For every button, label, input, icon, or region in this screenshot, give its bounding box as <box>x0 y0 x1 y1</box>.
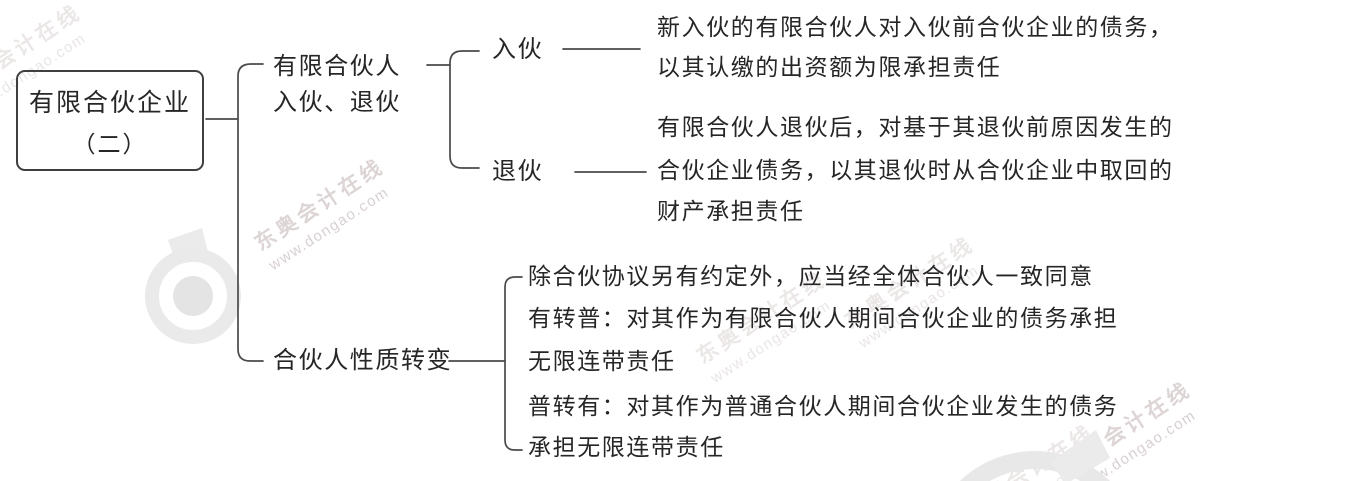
withdraw-text-line1: 有限合伙人退伙后，对基于其退伙前原因发生的 <box>657 115 1174 140</box>
join-text-line1: 新入伙的有限合伙人对入伙前合伙企业的债务， <box>657 15 1174 40</box>
branch2-rule3-line2: 承担无限连带责任 <box>528 435 725 460</box>
bracket-branch1 <box>449 50 480 169</box>
withdraw-text-line2: 合伙企业债务，以其退伙时从合伙企业中取回的 <box>657 158 1174 183</box>
branch2-rule2-line2: 无限连带责任 <box>528 349 676 374</box>
root-title-line2: （二） <box>72 131 148 157</box>
branch2-rule1: 除合伙协议另有约定外，应当经全体合伙人一致同意 <box>528 264 1094 289</box>
branch2-rule2-line1: 有转普：对其作为有限合伙人期间合伙企业的债务承担 <box>528 306 1119 331</box>
withdraw-label: 退伙 <box>492 159 544 185</box>
join-label: 入伙 <box>492 37 544 63</box>
branch2-rule3-line1: 普转有：对其作为普通合伙人期间合伙企业发生的债务 <box>528 394 1119 419</box>
withdraw-text-line3: 财产承担责任 <box>657 199 805 224</box>
bracket-branch2 <box>504 276 523 451</box>
branch1-label-line1: 有限合伙人 <box>273 54 401 80</box>
bracket-main <box>237 63 264 362</box>
join-text-line2: 以其认缴的出资额为限承担责任 <box>657 55 1002 80</box>
branch1-label-line2: 入伙、退伙 <box>273 90 401 116</box>
branch2-label: 合伙人性质转变 <box>273 348 453 374</box>
root-title-line1: 有限合伙企业 <box>28 89 191 117</box>
root-node: 有限合伙企业 （二） <box>16 70 204 171</box>
